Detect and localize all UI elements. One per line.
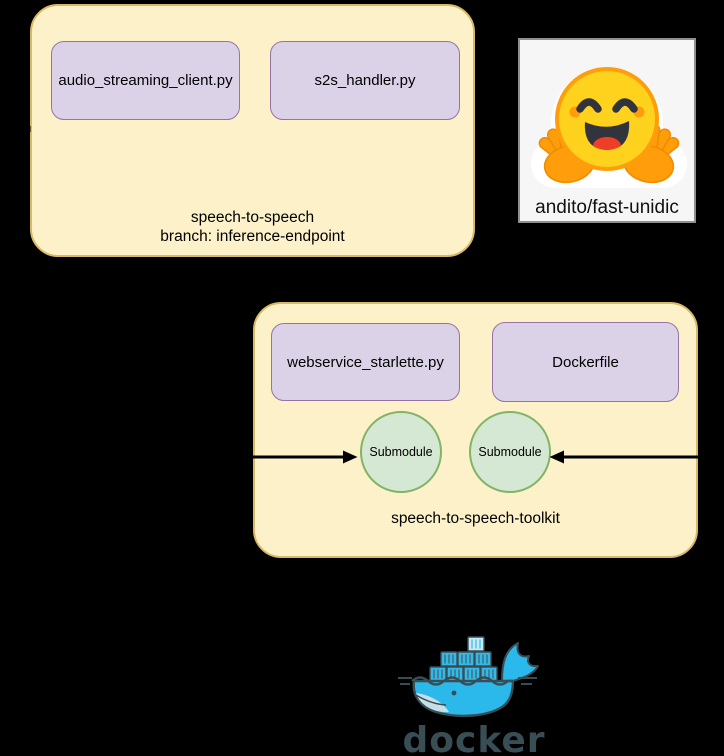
file-label: webservice_starlette.py bbox=[287, 353, 444, 371]
eye-icon bbox=[576, 98, 602, 113]
repo-node-speech-to-speech-toolkit: webservice_starlette.py Dockerfile Submo… bbox=[253, 302, 698, 558]
docker-wordmark: docker bbox=[402, 720, 546, 756]
file-node-webservice-starlette: webservice_starlette.py bbox=[271, 323, 460, 401]
submodule-label: Submodule bbox=[478, 445, 542, 459]
arrow-left bbox=[224, 450, 358, 464]
repo-title-speech-to-speech: speech-to-speech branch: inference-endpo… bbox=[32, 208, 473, 246]
docker-whale-icon bbox=[398, 636, 539, 718]
submodule-node-1: Submodule bbox=[360, 411, 442, 493]
arrowhead-right-icon bbox=[343, 450, 358, 464]
file-node-s2s-handler: s2s_handler.py bbox=[270, 41, 460, 120]
docker-logo: docker bbox=[390, 613, 590, 756]
file-label: audio_streaming_client.py bbox=[58, 72, 233, 89]
file-label: s2s_handler.py bbox=[314, 72, 416, 89]
container-icon bbox=[467, 636, 485, 652]
smiley-face bbox=[555, 67, 659, 171]
repo-node-speech-to-speech: audio_streaming_client.py s2s_handler.py… bbox=[30, 4, 475, 257]
file-node-dockerfile: Dockerfile bbox=[492, 322, 679, 402]
connector-stub bbox=[27, 126, 31, 132]
repo-branch: branch: inference-endpoint bbox=[160, 228, 345, 245]
repo-title-toolkit: speech-to-speech-toolkit bbox=[391, 510, 560, 527]
water-whiskers bbox=[398, 677, 537, 685]
submodule-node-2: Submodule bbox=[469, 411, 551, 493]
submodule-label: Submodule bbox=[369, 445, 433, 459]
file-node-audio-streaming-client: audio_streaming_client.py bbox=[51, 41, 240, 120]
model-name: andito/fast-unidic bbox=[535, 197, 679, 218]
repo-name: speech-to-speech bbox=[190, 209, 315, 226]
arrow-right bbox=[549, 450, 724, 464]
file-label: Dockerfile bbox=[552, 353, 619, 371]
eye-icon bbox=[612, 98, 638, 113]
hf-model-card: andito/fast-unidic bbox=[518, 38, 696, 223]
hugging-face-icon bbox=[531, 67, 687, 188]
arrowhead-left-icon bbox=[549, 450, 564, 464]
